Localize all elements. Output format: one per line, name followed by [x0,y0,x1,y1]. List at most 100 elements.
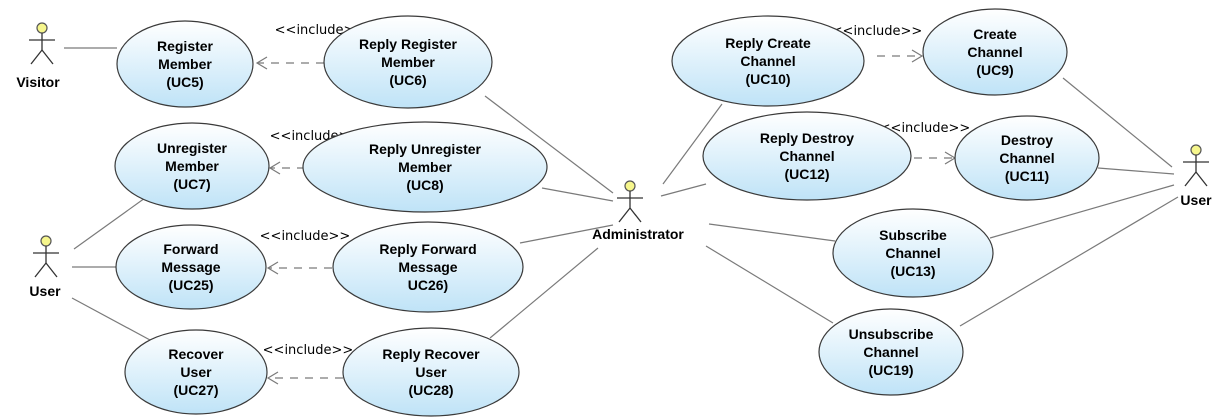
include-arrowhead [255,56,268,70]
use-case-label-line: Channel [967,44,1022,60]
use-case-ellipse[interactable] [302,121,548,213]
use-case-label-line: Channel [779,148,834,164]
use-case-label-line: (UC11) [1005,168,1049,184]
include-uc28-uc27: <<include>> [263,343,353,385]
association-user_right-uc11 [1097,167,1175,175]
use-case-ellipse[interactable] [818,308,964,396]
association-admin-uc8 [541,187,614,202]
include-arrowhead [911,49,924,63]
actor-label: User [1180,192,1212,208]
association-user_left-uc7 [73,197,146,250]
use-case-label-line: Reply Register [359,36,458,52]
use-case-label-line: Channel [999,150,1054,166]
use-case-label-line: (UC13) [890,263,935,279]
use-case-label-line: Create [973,26,1017,42]
association-admin-uc26 [519,224,614,244]
use-case-ellipse[interactable] [954,115,1100,201]
include-stereotype-label: <<include>> [832,24,923,39]
use-case-label-line: (UC7) [173,176,210,192]
actor-admin[interactable]: Administrator [592,180,684,242]
use-case-label-line: (UC25) [168,277,213,293]
actor-head-icon [1190,144,1202,156]
connector-layer: <<include>> <<include>> <<include>> <<inclu… [64,23,1179,385]
include-arrowhead [266,371,279,385]
use-case-label-line: (UC5) [166,74,203,90]
actor-legs [1184,170,1208,187]
association-admin-uc10 [662,103,723,185]
use-case-ellipse[interactable] [116,20,254,108]
actor-head-icon [624,180,636,192]
use-case-label-line: User [180,364,212,380]
use-case-label-line: Register [157,38,214,54]
use-case-ellipse[interactable] [832,208,994,298]
use-case-label-line: Forward [163,241,218,257]
use-case-ellipse[interactable] [671,15,865,107]
include-uc10-uc9: <<include>> [832,24,924,63]
use-case-label-line: Unsubscribe [849,326,934,342]
association-admin-uc13 [708,223,836,242]
actor-legs [30,48,54,65]
use-case-label-line: Reply Create [725,35,811,51]
use-case-ellipse[interactable] [114,122,270,210]
use-case-label-line: Channel [863,344,918,360]
actor-legs [34,261,58,278]
actor-user-left[interactable]: User [29,235,61,299]
use-case-ellipse[interactable] [332,221,524,313]
use-case-label-line: Member [381,54,435,70]
use-case-label-line: Reply Unregister [369,141,482,157]
use-case-label-line: Reply Forward [379,241,476,257]
actor-user-right[interactable]: User [1180,144,1212,208]
association-admin-uc19 [705,245,834,324]
association-user_left-uc27 [71,297,151,341]
use-case-ellipse[interactable] [922,8,1068,96]
include-arrowhead [268,161,281,175]
use-case-label-line: (UC12) [784,166,829,182]
include-arrowhead [266,261,279,275]
include-stereotype-label: <<include>> [880,121,971,136]
use-case-label-line: (UC8) [406,177,443,193]
use-case-ellipse[interactable] [323,15,493,109]
use-case-label-line: (UC27) [173,382,218,398]
use-case-label-line: (UC6) [389,72,426,88]
use-case-label-line: Message [398,259,457,275]
use-case-label-line: (UC10) [745,71,790,87]
use-case-ellipse[interactable] [115,224,267,310]
actor-label: User [29,283,61,299]
actor-visitor[interactable]: Visitor [16,22,60,90]
use-case-label-line: User [415,364,447,380]
include-stereotype-label: <<include>> [260,229,351,244]
association-admin-uc28 [489,247,599,339]
use-case-label-line: Recover [168,346,224,362]
use-case-label-line: Message [161,259,220,275]
use-case-label-line: (UC9) [976,62,1013,78]
use-case-ellipse[interactable] [124,329,268,415]
use-case-label-line: (UC19) [868,362,913,378]
association-user_right-uc9 [1062,77,1173,168]
use-case-label-line: Member [158,56,212,72]
use-case-ellipse[interactable] [702,111,912,201]
use-case-label-line: UC26) [408,277,448,293]
actor-label: Administrator [592,226,684,242]
actor-label: Visitor [16,74,60,90]
use-case-label-line: Subscribe [879,227,947,243]
use-case-label-line: Member [165,158,219,174]
use-case-ellipse[interactable] [342,327,520,417]
actor-head-icon [40,235,52,247]
use-case-label-line: Channel [740,53,795,69]
